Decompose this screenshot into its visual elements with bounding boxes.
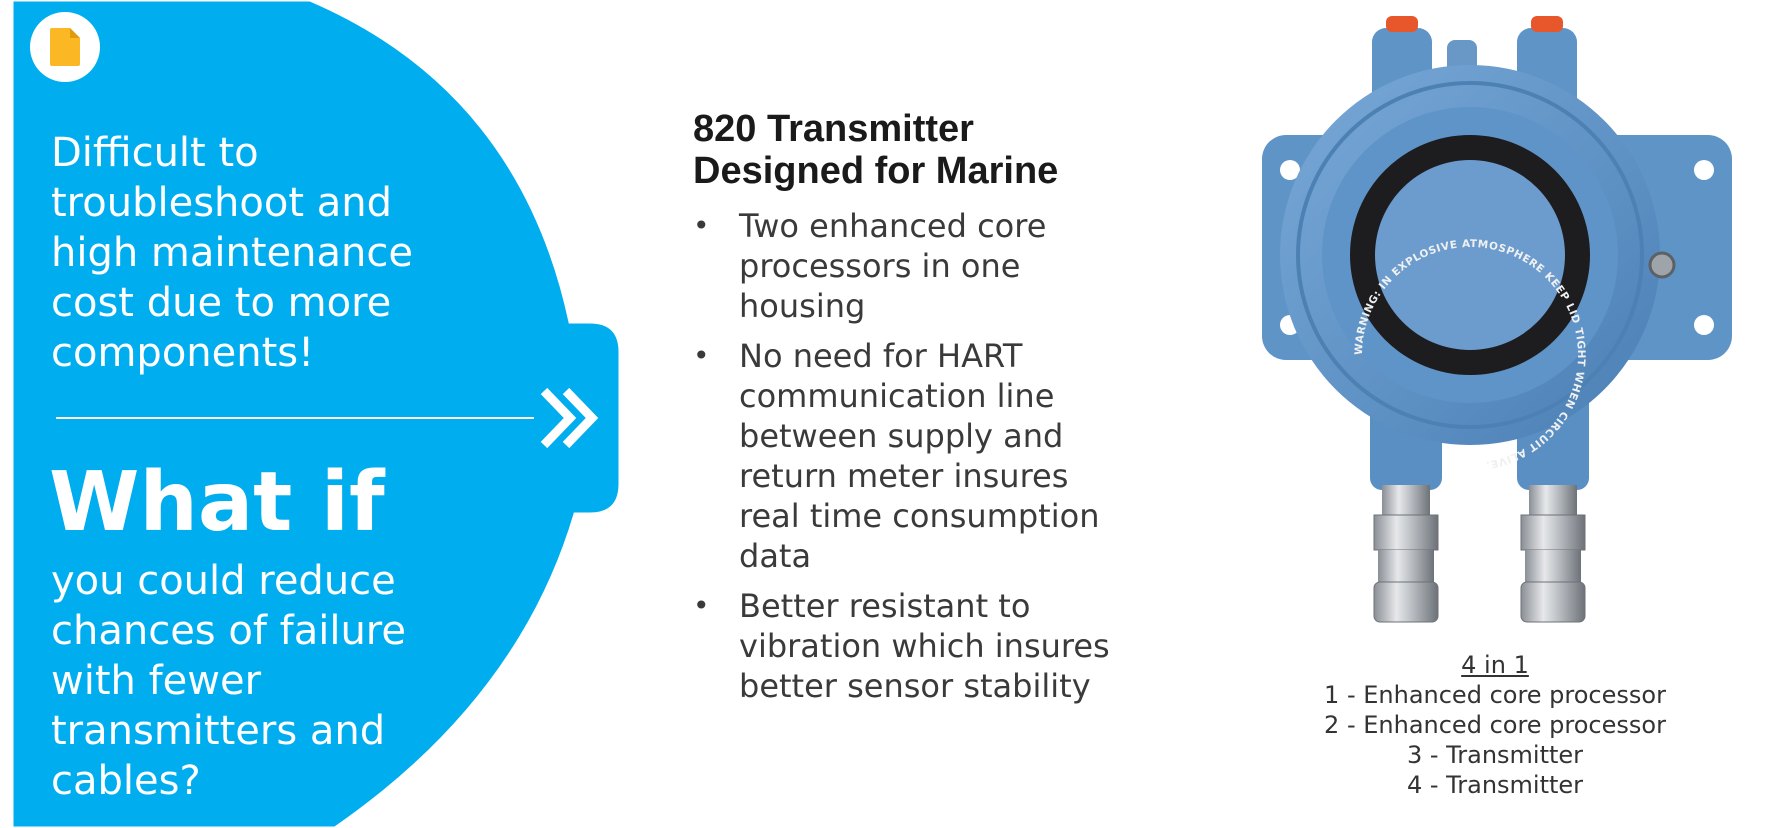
bullet-icon: • — [693, 339, 710, 372]
problem-statement: Difficult to troubleshoot and high maint… — [51, 130, 413, 376]
right-cable-gland — [1520, 485, 1586, 623]
caption-item: 4 - Transmitter — [1406, 771, 1584, 799]
device-caption: 4 in 1 1 - Enhanced core processor 2 - E… — [1290, 650, 1700, 800]
feature-text: Two enhanced core processors in one hous… — [739, 207, 1047, 325]
caption-heading: 4 in 1 — [1461, 651, 1529, 679]
left-cable-gland — [1373, 485, 1439, 623]
feature-item: • No need for HART communication line be… — [693, 336, 1123, 576]
document-icon — [50, 28, 80, 66]
question-text: you could reduce chances of failure with… — [51, 558, 406, 804]
feature-text: No need for HART communication line betw… — [739, 337, 1100, 575]
blue-banner-shape — [10, 0, 622, 828]
caption-item: 3 - Transmitter — [1406, 741, 1584, 769]
divider-line — [56, 417, 534, 419]
feature-list: • Two enhanced core processors in one ho… — [693, 206, 1123, 716]
what-if-heading: What if — [49, 455, 385, 550]
document-badge — [30, 12, 100, 82]
bullet-icon: • — [693, 209, 710, 242]
feature-item: • Two enhanced core processors in one ho… — [693, 206, 1123, 326]
caption-item: 2 - Enhanced core processor — [1324, 711, 1666, 739]
feature-text: Better resistant to vibration which insu… — [739, 587, 1110, 705]
feature-item: • Better resistant to vibration which in… — [693, 586, 1123, 706]
product-title: 820 Transmitter Designed for Marine — [693, 108, 1133, 192]
product-title-line1: 820 Transmitter — [693, 108, 974, 150]
product-title-line2: Designed for Marine — [693, 150, 1059, 192]
caption-item: 1 - Enhanced core processor — [1324, 681, 1666, 709]
transmitter-device-image: WARNING: IN EXPLOSIVE ATMOSPHERE KEEP LI… — [1262, 16, 1732, 623]
bullet-icon: • — [693, 589, 710, 622]
double-chevron-right-icon — [540, 387, 599, 449]
